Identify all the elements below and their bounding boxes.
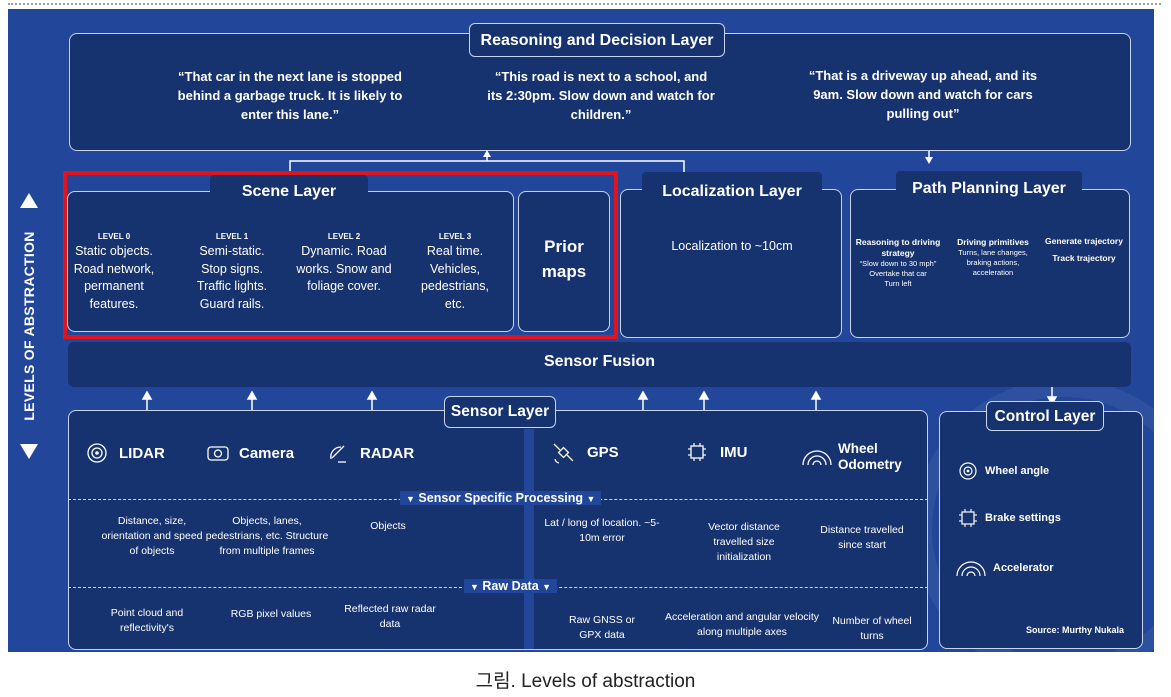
control-label: Brake settings (985, 512, 1061, 524)
sensor-wheel-odometry: Wheel Odometry (796, 433, 912, 481)
abstraction-axis: LEVELS OF ABSTRACTION (16, 191, 42, 461)
level-name: LEVEL 3 (438, 232, 472, 241)
scene-level-2: LEVEL 2 Dynamic. Road works. Snow and fo… (296, 232, 392, 296)
control-label: Wheel angle (985, 465, 1050, 477)
level-text: Static objects. Road network, permanent … (73, 244, 155, 311)
sensor-radar: RADAR (318, 435, 430, 471)
sensor-fusion-label: Sensor Fusion (543, 353, 656, 370)
chip-icon (688, 443, 706, 461)
scene-layer-title: Scene Layer (210, 175, 368, 205)
caret-down-icon: ▼ (586, 494, 596, 504)
processing-text: Objects, lanes, pedestrians, etc. Struct… (205, 515, 329, 557)
sensor-label: RADAR (360, 444, 415, 462)
caret-down-icon: ▼ (542, 582, 552, 592)
lidar-icon (87, 443, 107, 463)
raw-data-label: ▼ Raw Data ▼ (464, 579, 558, 593)
path-planning-line: “Slow down to 30 mph” (859, 259, 937, 268)
prior-maps-box (518, 191, 610, 332)
sensor-label: IMU (720, 443, 748, 461)
path-planning-line: Turns, lane changes, (958, 248, 1028, 257)
caret-down-icon: ▼ (406, 494, 415, 504)
path-planning-column: Reasoning to driving strategy “Slow down… (850, 237, 946, 289)
processing-text: Objects (370, 520, 406, 532)
level-text: Dynamic. Road works. Snow and foliage co… (296, 244, 392, 293)
path-planning-layer-box (850, 189, 1130, 338)
path-planning-line: Overtake that car (869, 269, 927, 278)
reasoning-quote: “That is a driveway up ahead, and its 9a… (808, 68, 1038, 121)
path-planning-heading: Reasoning to driving strategy (855, 237, 941, 258)
caret-down-icon: ▼ (470, 582, 479, 592)
raw-data-text: Reflected raw radar data (344, 603, 436, 630)
satellite-icon (553, 443, 574, 464)
scene-level-1: LEVEL 1 Semi-static. Stop signs. Traffic… (186, 232, 278, 313)
fusion-arrows (141, 387, 1058, 410)
wheel-icon (802, 450, 832, 466)
brake-icon (959, 509, 977, 527)
control-brake-settings: Brake settings (949, 500, 1061, 536)
raw-data-text: Point cloud and reflectivity's (110, 607, 184, 634)
control-layer-title: Control Layer (986, 401, 1104, 431)
path-planning-heading: Generate trajectory (1045, 236, 1123, 246)
diagram-canvas: LEVELS OF ABSTRACTION Reasoning and Deci… (8, 9, 1154, 652)
path-planning-line: Track trajectory (1052, 253, 1116, 263)
sensor-imu: IMU (674, 433, 788, 471)
raw-data-label-text: Raw Data (482, 579, 539, 593)
sensor-label: Wheel Odometry (838, 441, 902, 472)
camera-icon (207, 446, 229, 461)
axis-arrows-icon (20, 193, 38, 459)
processing-text: Lat / long of location. ~5-10m error (544, 517, 660, 544)
processing-text: Distance, size, orientation and speed of… (101, 515, 203, 557)
sensor-label: LIDAR (119, 444, 165, 462)
wheel-angle-icon (959, 462, 977, 480)
figure-caption: 그림. Levels of abstraction (475, 671, 696, 692)
source-credit: Source: Murthy Nukala (1025, 625, 1124, 635)
processing-text: Vector distance travelled size initializ… (708, 521, 780, 563)
level-text: Semi-static. Stop signs. Traffic lights.… (196, 244, 268, 311)
sensor-camera: Camera (197, 435, 310, 471)
reasoning-quote: “That car in the next lane is stopped be… (177, 69, 403, 122)
raw-data-text: Number of wheel turns (832, 615, 912, 642)
localization-text: Localization to ~10cm (671, 239, 793, 253)
localization-layer-box (620, 189, 842, 338)
level-text: Real time. Vehicles, pedestrians, etc. (420, 244, 490, 311)
control-label: Accelerator (993, 562, 1054, 574)
scene-highlight-frame (63, 171, 618, 339)
path-planning-line: Turn left (884, 279, 912, 288)
sensor-label: Camera (239, 444, 295, 462)
control-wheel-angle: Wheel angle (949, 453, 1059, 489)
localization-layer-title: Localization Layer (642, 172, 822, 206)
level-name: LEVEL 2 (327, 232, 361, 241)
raw-data-text: Raw GNSS or GPX data (569, 614, 635, 641)
sensor-layer-title: Sensor Layer (444, 396, 556, 428)
reasoning-layer-title: Reasoning and Decision Layer (469, 23, 725, 57)
path-planning-layer-title: Path Planning Layer (896, 171, 1082, 203)
sensor-group-divider (524, 429, 534, 649)
processing-label: ▼ Sensor Specific Processing ▼ (400, 491, 602, 505)
reasoning-quote: “This road is next to a school, and its … (487, 69, 715, 122)
sensor-gps: GPS (541, 433, 661, 471)
path-planning-line: braking actions, (966, 258, 1020, 267)
top-dotted-rule (8, 3, 1161, 7)
path-planning-line: acceleration (972, 268, 1014, 277)
raw-data-text: Acceleration and angular velocity along … (664, 611, 820, 638)
processing-label-text: Sensor Specific Processing (418, 491, 584, 505)
scene-level-3: LEVEL 3 Real time. Vehicles, pedestrians… (412, 232, 498, 313)
raw-data-text: RGB pixel values (230, 608, 312, 620)
level-name: LEVEL 1 (215, 232, 249, 241)
sensor-lidar: LIDAR (75, 435, 191, 471)
processing-text: Distance travelled since start (820, 524, 904, 551)
sensor-fusion-bar (68, 342, 1131, 387)
path-planning-column: Driving primitives Turns, lane changes, … (950, 237, 1036, 278)
prior-maps-label: Prior maps (541, 237, 587, 281)
path-planning-heading: Driving primitives (957, 237, 1029, 247)
control-accelerator: Accelerator (949, 549, 1067, 587)
accelerator-icon (956, 561, 986, 577)
level-name: LEVEL 0 (97, 232, 131, 241)
sensor-label: GPS (587, 443, 619, 461)
scene-level-0: LEVEL 0 Static objects. Road network, pe… (68, 232, 160, 313)
path-planning-column: Generate trajectory Track trajectory (1038, 236, 1130, 264)
radar-icon (330, 445, 346, 463)
